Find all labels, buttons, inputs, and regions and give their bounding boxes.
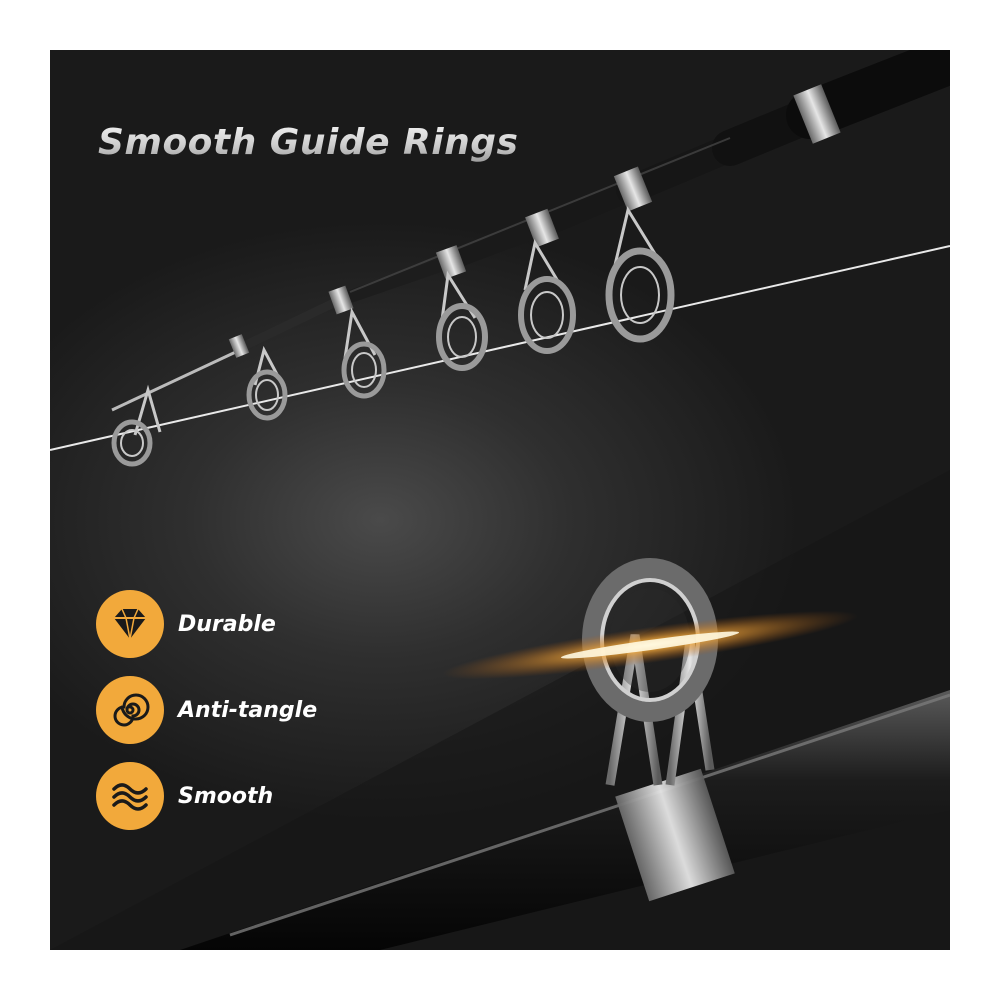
- fishing-line: [50, 245, 950, 451]
- lower-rod: [180, 690, 950, 950]
- waves-icon: [96, 762, 164, 830]
- upper-rod: [111, 50, 950, 412]
- feature-label: Anti-tangle: [178, 697, 318, 723]
- feature-anti-tangle: Anti-tangle: [96, 676, 317, 744]
- feature-label: Durable: [178, 611, 276, 637]
- page-title: Smooth Guide Rings: [98, 122, 519, 163]
- diamond-icon: [96, 590, 164, 658]
- feature-smooth: Smooth: [96, 762, 273, 830]
- spiral-icon: [96, 676, 164, 744]
- guide-rings-upper: [111, 206, 675, 467]
- product-banner: Smooth Guide Rings Durable Anti-tangle: [50, 50, 950, 950]
- fishing-rod-illustration: [50, 50, 950, 950]
- feature-durable: Durable: [96, 590, 276, 658]
- feature-label: Smooth: [178, 783, 274, 809]
